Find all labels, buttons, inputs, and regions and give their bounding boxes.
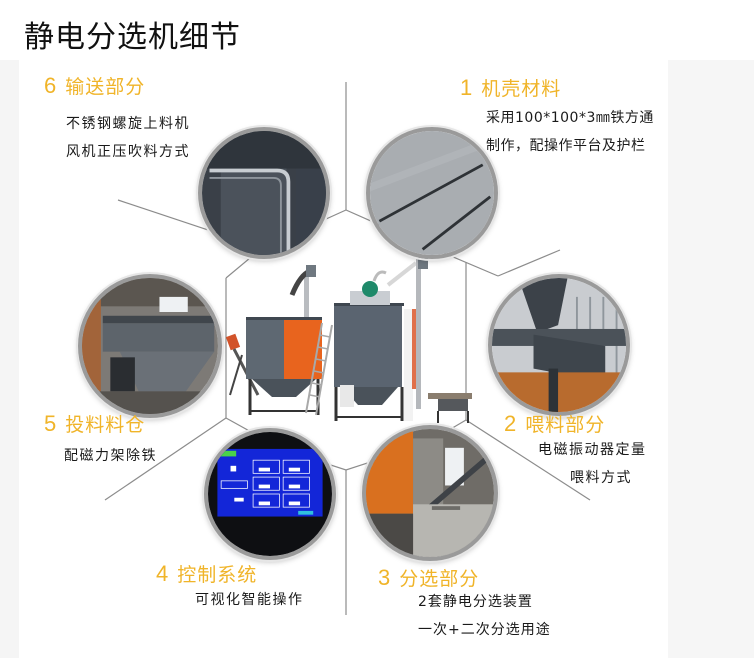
section-5-number: 5	[44, 411, 58, 436]
section-1-description: 采用100*100*3㎜铁方通 制作，配操作平台及护栏	[486, 104, 654, 160]
section-5-line-1: 配磁力架除铁	[64, 448, 157, 464]
section-6-line-2: 风机正压吹料方式	[66, 144, 190, 160]
vibratory-feeder-photo-icon	[492, 278, 626, 412]
center-machine-image	[222, 245, 482, 430]
section-1-number: 1	[460, 75, 474, 100]
section-1-line-2: 制作，配操作平台及护栏	[486, 138, 646, 154]
section-4-heading: 4 控制系统	[156, 560, 257, 587]
separation-unit-photo-icon	[366, 429, 494, 557]
photo-conveyor	[198, 127, 330, 259]
section-1-line-1: 采用100*100*3㎜铁方通	[486, 110, 654, 126]
page-title: 静电分选机细节	[24, 20, 241, 55]
section-2-line-1: 电磁振动器定量	[538, 442, 647, 458]
section-1-heading: 1 机壳材料	[460, 74, 561, 101]
section-6-line-1: 不锈钢螺旋上料机	[66, 116, 190, 132]
screw-conveyor-photo-icon	[202, 131, 326, 255]
section-4-title: 控制系统	[177, 564, 258, 586]
section-2-description: 电磁振动器定量 喂料方式	[538, 436, 647, 492]
section-2-title: 喂料部分	[525, 414, 606, 436]
photo-separation-unit	[362, 425, 498, 561]
section-1-title: 机壳材料	[481, 78, 562, 100]
section-4-line-1: 可视化智能操作	[195, 592, 304, 608]
section-3-description: 2套静电分选装置 一次+二次分选用途	[418, 588, 551, 644]
section-4-number: 4	[156, 561, 170, 586]
section-2-line-2: 喂料方式	[570, 470, 632, 486]
section-5-heading: 5 投料料仓	[44, 410, 145, 437]
photo-feeder	[488, 274, 630, 416]
steel-plate-photo-icon	[370, 131, 494, 255]
section-2-number: 2	[504, 411, 518, 436]
section-6-heading: 6 输送部分	[44, 72, 145, 99]
section-6-description: 不锈钢螺旋上料机 风机正压吹料方式	[66, 110, 190, 166]
photo-feed-bin	[78, 274, 222, 418]
section-3-title: 分选部分	[399, 568, 480, 590]
section-5-title: 投料料仓	[65, 414, 146, 436]
section-3-number: 3	[378, 565, 392, 590]
section-3-heading: 3 分选部分	[378, 564, 479, 591]
feed-bin-photo-icon	[82, 278, 218, 414]
section-6-title: 输送部分	[65, 76, 146, 98]
photo-control-panel	[204, 428, 336, 560]
right-margin-strip	[668, 60, 754, 658]
section-2-heading: 2 喂料部分	[504, 410, 605, 437]
photo-casing-material	[366, 127, 498, 259]
section-5-description: 配磁力架除铁	[64, 442, 157, 470]
section-6-number: 6	[44, 73, 58, 98]
left-margin-strip	[0, 60, 19, 658]
section-4-description: 可视化智能操作	[195, 586, 304, 614]
section-3-line-1: 2套静电分选装置	[418, 594, 533, 610]
section-3-line-2: 一次+二次分选用途	[418, 622, 551, 638]
electrostatic-separator-machine-icon	[225, 257, 472, 423]
touchscreen-control-panel-icon	[208, 432, 332, 556]
